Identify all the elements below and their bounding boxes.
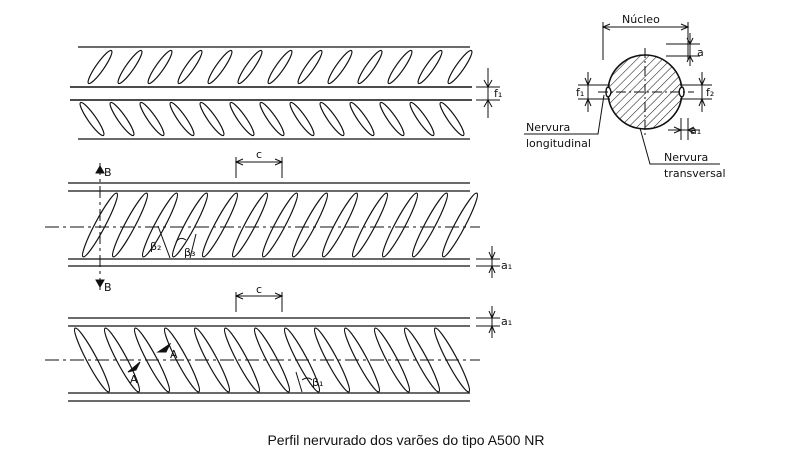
beta-angle-marks (157, 225, 197, 259)
al-label-bottom: a₁ (501, 315, 512, 328)
beta1-angle-mark (295, 371, 313, 393)
transverse-rib (111, 192, 149, 258)
transverse-rib (163, 327, 201, 393)
section-line-b (95, 163, 105, 290)
transverse-rib (87, 49, 113, 85)
transverse-rib (79, 101, 105, 137)
transverse-rib (327, 49, 353, 85)
f1-dimension-section (578, 72, 610, 112)
a-label-left: A (130, 373, 138, 386)
transverse-rib (201, 192, 239, 258)
f1-label-top: f₁ (494, 87, 502, 100)
c-dimension-middle (234, 157, 284, 178)
transverse-rib (411, 192, 449, 258)
a-dimension-section (666, 33, 700, 66)
f1-label-section: f₁ (576, 86, 584, 99)
transverse-rib (439, 101, 465, 137)
figure-caption: Perfil nervurado dos varões do tipo A500… (267, 432, 545, 448)
transverse-rib (319, 101, 345, 137)
c-label-bottom: c (256, 283, 262, 296)
transverse-rib (231, 192, 269, 258)
transverse-rib (223, 327, 261, 393)
transverse-rib (267, 49, 293, 85)
al-dimension-middle (476, 246, 500, 278)
transverse-rib (381, 192, 419, 258)
al-dimension-bottom (476, 306, 500, 338)
transverse-rib (447, 49, 473, 85)
transverse-rib (403, 327, 441, 393)
section-label-b-top: B (104, 166, 112, 179)
nervura-transversal-label-2: transversal (664, 167, 726, 180)
transverse-rib (261, 192, 299, 258)
top-bar-lower-ribs (79, 101, 465, 137)
transverse-rib (349, 101, 375, 137)
beta3-label: β₃ (184, 246, 195, 259)
transverse-rib (409, 101, 435, 137)
beta2-label: β₂ (150, 240, 161, 253)
transverse-rib (237, 49, 263, 85)
transverse-rib (109, 101, 135, 137)
transverse-rib (387, 49, 413, 85)
transverse-rib (433, 327, 471, 393)
rib-leader-lines (524, 94, 720, 165)
transverse-rib (73, 327, 111, 393)
a-label-section: a (697, 46, 704, 59)
bottom-bar-ribs (73, 327, 471, 393)
cross-section (598, 48, 694, 138)
transverse-rib (289, 101, 315, 137)
beta1-label: β₁ (312, 376, 323, 389)
transverse-rib (351, 192, 389, 258)
transverse-rib (199, 101, 225, 137)
transverse-rib (193, 327, 231, 393)
transverse-rib (207, 49, 233, 85)
transverse-rib (141, 192, 179, 258)
section-label-b-bottom: B (104, 281, 112, 294)
transverse-rib (139, 101, 165, 137)
a-angle-marks (127, 342, 172, 373)
al-label-section: a₁ (690, 124, 701, 137)
transverse-rib (133, 327, 171, 393)
transverse-rib (147, 49, 173, 85)
nervura-transversal-label-1: Nervura (664, 151, 708, 164)
transverse-rib (169, 101, 195, 137)
transverse-rib (417, 49, 443, 85)
transverse-rib (171, 192, 209, 258)
transverse-rib (283, 327, 321, 393)
f2-label-section: f₂ (706, 86, 714, 99)
transverse-rib (259, 101, 285, 137)
transverse-rib (177, 49, 203, 85)
nucleo-dimension (601, 22, 690, 60)
c-label-middle: c (256, 148, 262, 161)
c-dimension-bottom (234, 292, 284, 312)
nervura-longitudinal-label-2: longitudinal (526, 137, 591, 150)
transverse-rib (117, 49, 143, 85)
al-label-middle: a₁ (501, 259, 512, 272)
middle-bar-view (45, 182, 480, 267)
transverse-rib (379, 101, 405, 137)
transverse-rib (357, 49, 383, 85)
f2-dimension-section (680, 72, 712, 112)
top-bar-upper-ribs (87, 49, 473, 85)
nucleo-label: Núcleo (622, 13, 660, 26)
a-label-right: A (170, 348, 178, 361)
bottom-bar-view (45, 317, 480, 402)
transverse-rib (373, 327, 411, 393)
top-bar-view (70, 46, 473, 140)
middle-bar-ribs (81, 192, 479, 258)
f1-dimension-top (476, 68, 500, 118)
transverse-rib (103, 327, 141, 393)
transverse-rib (343, 327, 381, 393)
transverse-rib (441, 192, 479, 258)
al-dimension-section (668, 118, 700, 140)
transverse-rib (253, 327, 291, 393)
transverse-rib (291, 192, 329, 258)
transverse-rib (81, 192, 119, 258)
transverse-rib (297, 49, 323, 85)
transverse-rib (321, 192, 359, 258)
transverse-rib (313, 327, 351, 393)
nervura-longitudinal-label-1: Nervura (526, 121, 570, 134)
transverse-rib (229, 101, 255, 137)
